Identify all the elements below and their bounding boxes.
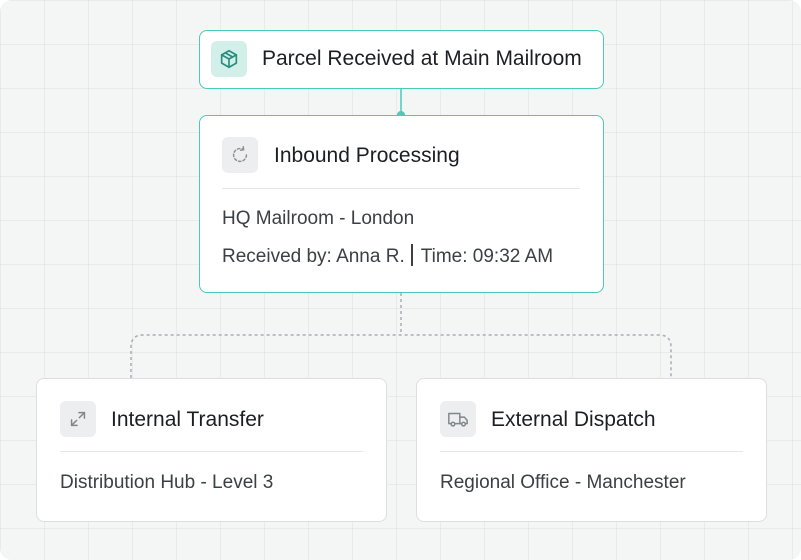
internal-transfer-destination: Distribution Hub - Level 3 (60, 472, 274, 493)
internal-transfer-node[interactable]: Internal Transfer Distribution Hub - Lev… (36, 378, 387, 522)
transfer-arrows-icon (60, 401, 96, 437)
inbound-processing-node[interactable]: Inbound Processing HQ Mailroom - London … (199, 115, 604, 293)
separator (410, 244, 413, 266)
divider (440, 451, 743, 452)
parcel-received-title: Parcel Received at Main Mailroom (262, 47, 582, 70)
processing-location: HQ Mailroom - London (222, 208, 415, 229)
package-icon (211, 41, 247, 77)
external-dispatch-destination: Regional Office - Manchester (440, 472, 686, 493)
refresh-icon (222, 137, 258, 173)
parcel-received-node[interactable]: Parcel Received at Main Mailroom (199, 30, 604, 89)
external-dispatch-node[interactable]: External Dispatch Regional Office - Manc… (416, 378, 767, 522)
external-dispatch-title: External Dispatch (491, 408, 656, 431)
divider (60, 451, 363, 452)
connector-branch-split (130, 293, 672, 378)
truck-icon (440, 401, 476, 437)
inbound-processing-title: Inbound Processing (274, 144, 460, 167)
received-by-text: Received by: Anna R. (222, 246, 405, 267)
processing-received-info: Received by: Anna R. Time: 09:32 AM (222, 244, 553, 268)
received-time-text: Time: 09:32 AM (420, 246, 554, 267)
internal-transfer-title: Internal Transfer (111, 408, 264, 431)
divider (222, 188, 580, 189)
